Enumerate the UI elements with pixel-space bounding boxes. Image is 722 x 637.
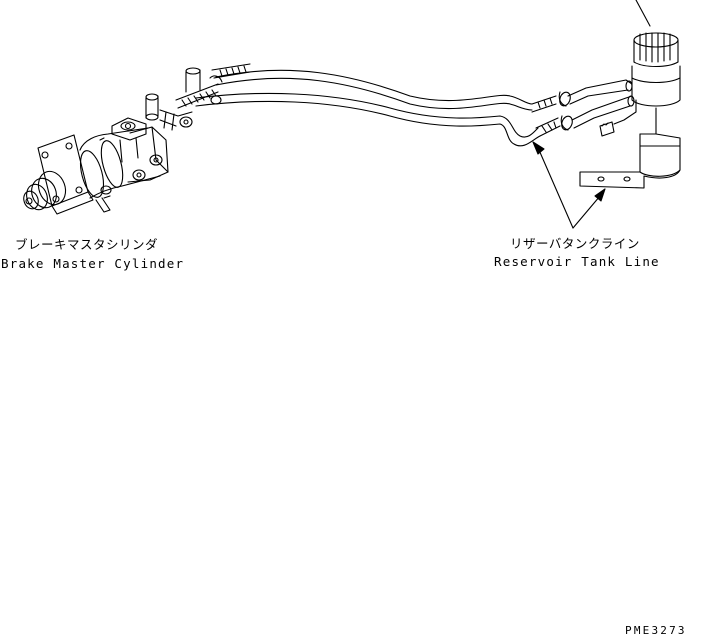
brake-master-cylinder-label: Brake Master Cylinder [1, 256, 185, 271]
drawing-code: PME3273 [625, 624, 687, 637]
brake-master-cylinder-label-jp: ブレーキマスタシリンダ [15, 237, 159, 252]
reservoir-tank-line-hoses [175, 63, 573, 147]
brake-master-cylinder [23, 93, 193, 215]
reservoir-bracket [579, 107, 681, 189]
reservoir-tank-line-label-jp: リザーバタンクライン [510, 236, 640, 251]
reservoir-tank [567, 0, 681, 137]
reservoir-tank-line-leaders [532, 141, 606, 229]
reservoir-tank-line-label: Reservoir Tank Line [494, 254, 660, 269]
